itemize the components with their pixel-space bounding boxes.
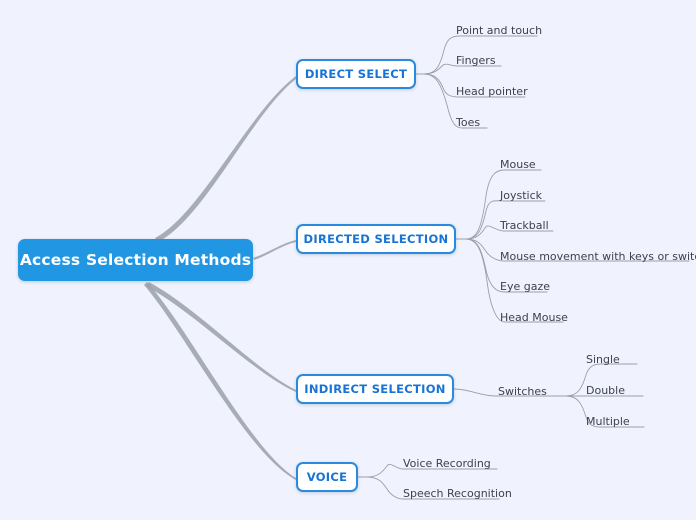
leaf-node-label: Mouse movement with keys or switches	[500, 250, 696, 263]
leaf-node-multiple[interactable]: Multiple	[583, 413, 637, 427]
edge-root-directed-selection	[253, 240, 296, 260]
branch-node-directed-selection[interactable]: DIRECTED SELECTION	[296, 224, 456, 254]
leaf-node-label: Single	[586, 353, 620, 366]
mid-node-switches[interactable]: Switches	[495, 383, 553, 397]
leaf-node-head-pointer[interactable]: Head pointer	[453, 83, 533, 97]
leaf-node-mouse[interactable]: Mouse	[497, 156, 547, 170]
leaf-node-label: Voice Recording	[403, 457, 491, 470]
branch-node-label: DIRECTED SELECTION	[303, 232, 449, 246]
root-node[interactable]: Access Selection Methods	[18, 239, 253, 281]
leaf-node-label: Eye gaze	[500, 280, 550, 293]
branch-node-direct-select[interactable]: DIRECT SELECT	[296, 59, 416, 89]
leaf-node-double[interactable]: Double	[583, 382, 633, 396]
branch-node-label: DIRECT SELECT	[304, 67, 408, 81]
leaf-node-joystick[interactable]: Joystick	[497, 187, 552, 201]
edge-root-indirect-selection	[146, 282, 296, 392]
leaf-node-single[interactable]: Single	[583, 351, 629, 365]
leaf-node-speech-recognition[interactable]: Speech Recognition	[400, 485, 512, 499]
leaf-node-head-mouse[interactable]: Head Mouse	[497, 309, 569, 323]
branch-node-indirect-selection[interactable]: INDIRECT SELECTION	[296, 374, 454, 404]
leaf-node-voice-recording[interactable]: Voice Recording	[400, 455, 492, 469]
edge-group-directed-selection	[455, 169, 690, 323]
leaf-node-label: Head pointer	[456, 85, 528, 98]
leaf-node-mouse-movement-with-keys-or-switches[interactable]: Mouse movement with keys or switches	[497, 248, 696, 262]
branch-node-label: VOICE	[306, 470, 348, 484]
branch-node-voice[interactable]: VOICE	[296, 462, 358, 492]
leaf-node-label: Head Mouse	[500, 311, 568, 324]
leaf-node-toes[interactable]: Toes	[453, 114, 493, 128]
leaf-underlines	[402, 35, 690, 500]
leaf-node-point-and-touch[interactable]: Point and touch	[453, 22, 543, 36]
leaf-node-label: Double	[586, 384, 625, 397]
leaf-node-label: Toes	[456, 116, 481, 129]
root-node-label: Access Selection Methods	[19, 251, 252, 269]
leaf-node-label: Trackball	[500, 219, 549, 232]
leaf-node-label: Fingers	[456, 54, 496, 67]
edge-root-direct-select	[155, 76, 296, 242]
leaf-node-label: Multiple	[586, 415, 630, 428]
leaf-node-label: Joystick	[500, 189, 543, 202]
leaf-node-trackball[interactable]: Trackball	[497, 217, 559, 231]
branch-node-label: INDIRECT SELECTION	[304, 382, 446, 396]
leaf-node-label: Point and touch	[456, 24, 543, 37]
mid-node-label: Switches	[498, 385, 547, 398]
leaf-node-label: Speech Recognition	[403, 487, 512, 500]
leaf-node-label: Mouse	[500, 158, 536, 171]
edge-root-voice	[144, 282, 296, 480]
leaf-node-fingers[interactable]: Fingers	[453, 52, 513, 66]
leaf-node-eye-gaze[interactable]: Eye gaze	[497, 278, 553, 292]
